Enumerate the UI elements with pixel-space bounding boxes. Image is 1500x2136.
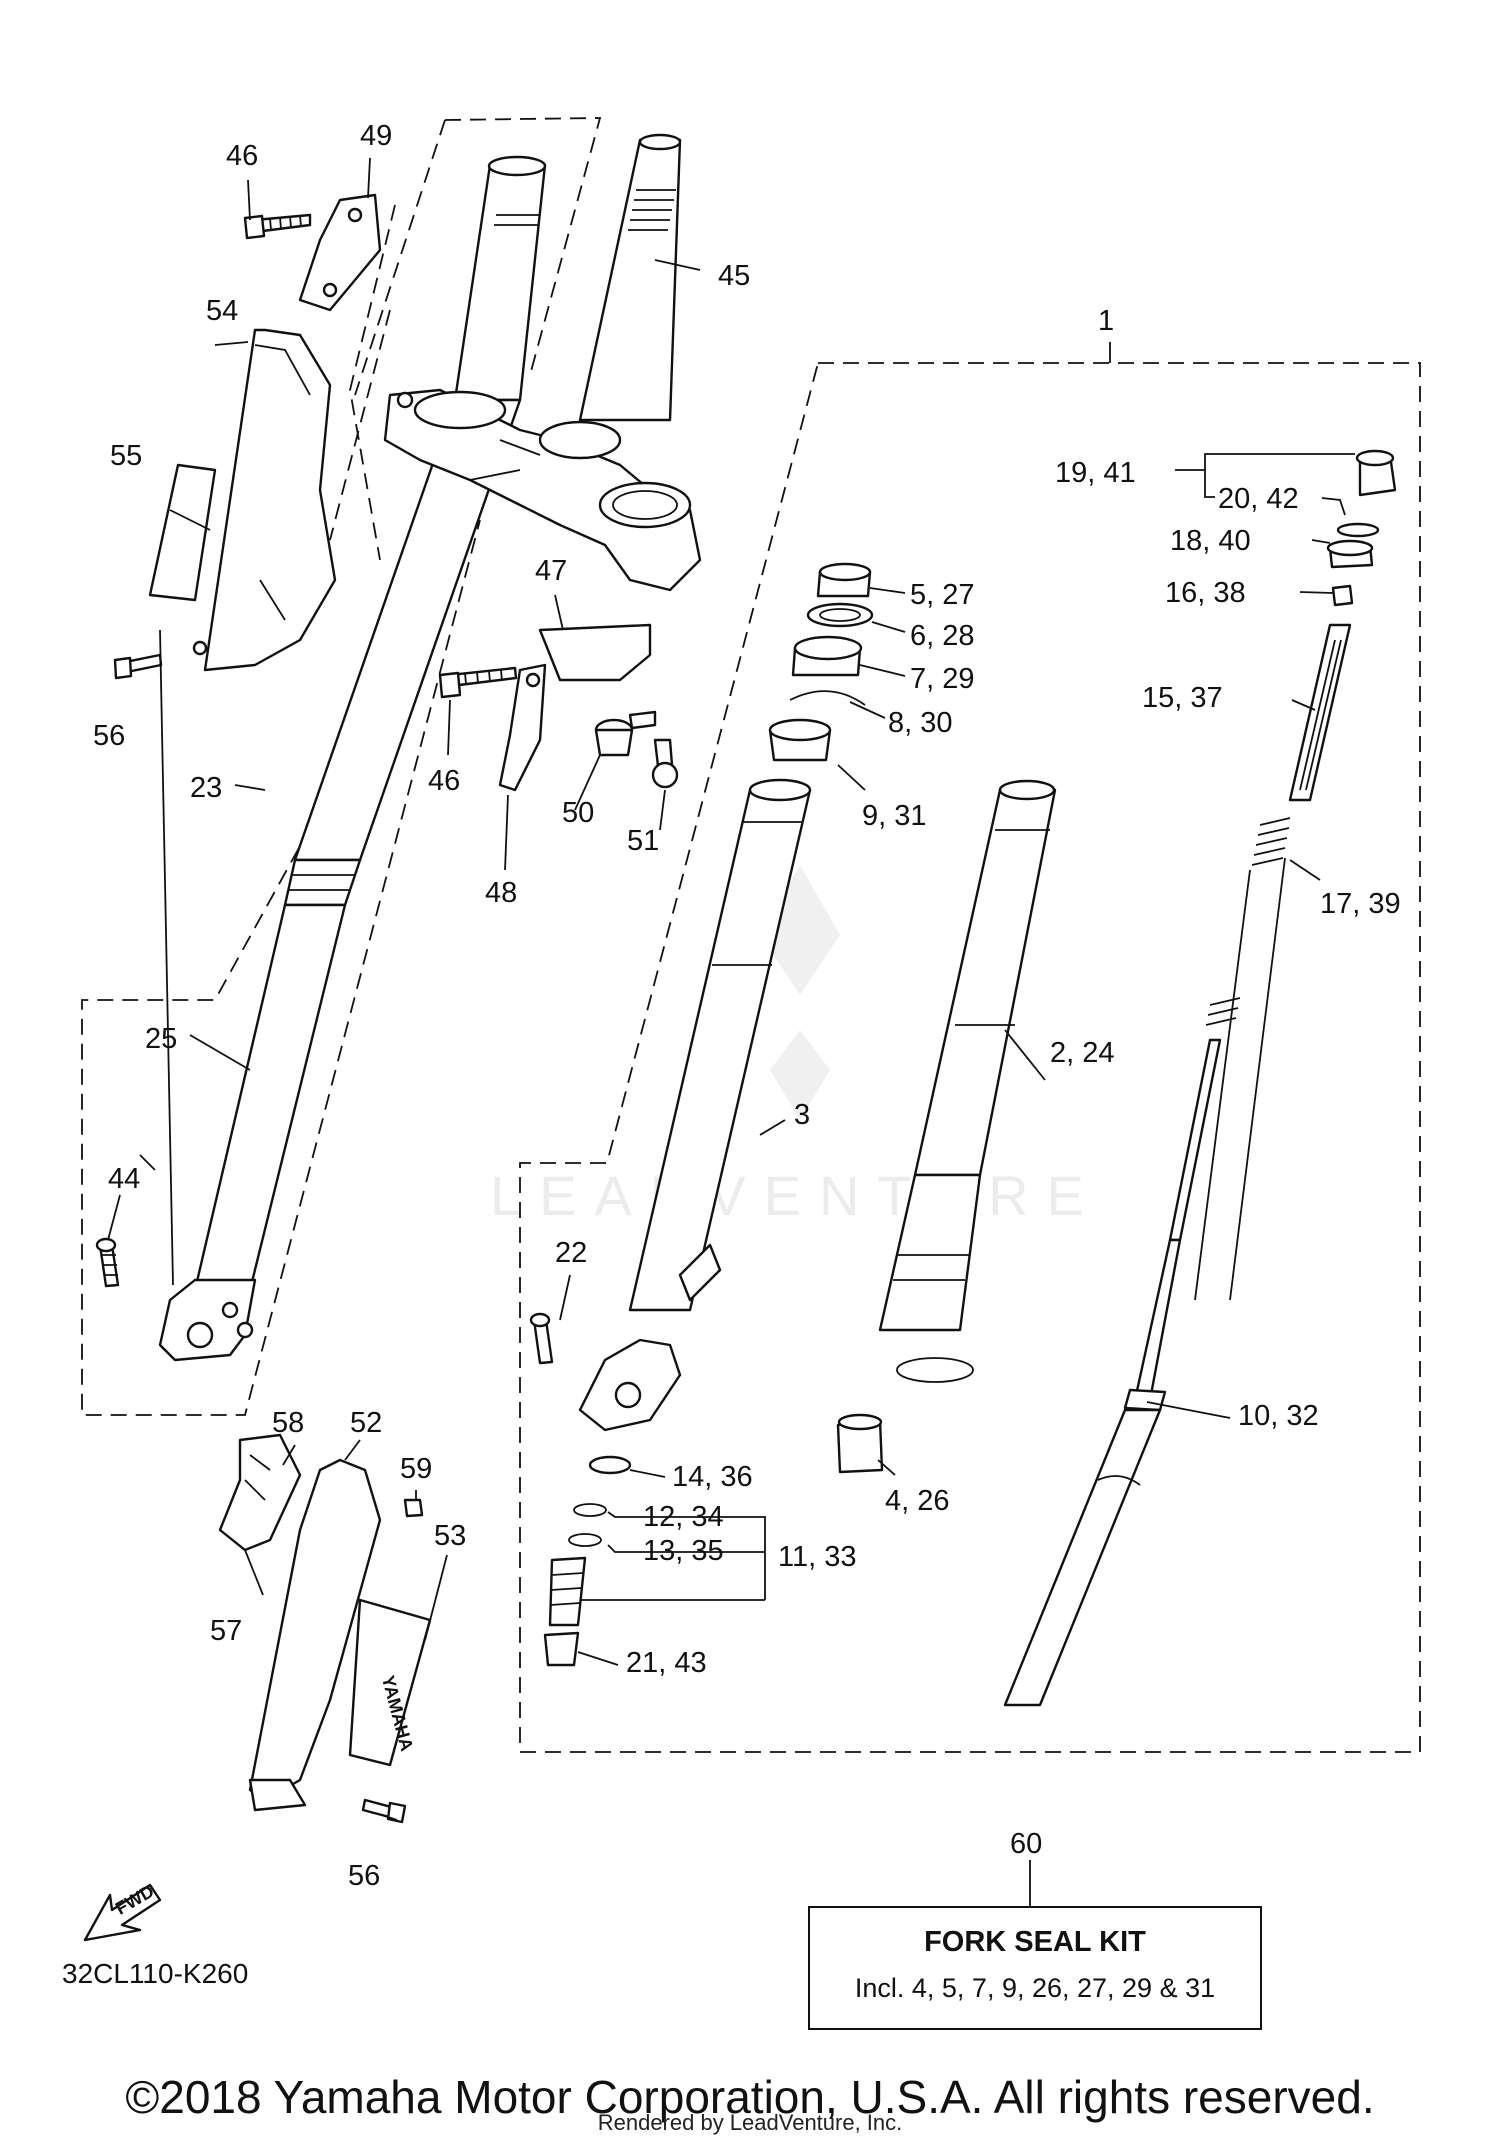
callout-48: 48 bbox=[485, 877, 517, 909]
callout-56-upper: 56 bbox=[93, 720, 125, 752]
callout-51: 51 bbox=[627, 825, 659, 857]
leader-lines bbox=[107, 157, 1355, 1906]
callout-56-lower: 56 bbox=[348, 1860, 380, 1892]
callout-4-26: 4, 26 bbox=[885, 1485, 950, 1517]
inner-tube-assembly bbox=[529, 562, 874, 1667]
callout-8-30: 8, 30 bbox=[888, 707, 953, 739]
rendered-by-notice: Rendered by LeadVenture, Inc. bbox=[597, 2110, 903, 2135]
outer-tube-assembly bbox=[836, 779, 1057, 1474]
callout-46-lower: 46 bbox=[428, 765, 460, 797]
diagram-code: 32CL110-K260 bbox=[62, 1958, 249, 1989]
fork-seal-kit-box: FORK SEAL KIT Incl. 4, 5, 7, 9, 26, 27, … bbox=[808, 1906, 1262, 2030]
fork-guard-lower: YAMAHA bbox=[218, 1433, 432, 1824]
callout-55: 55 bbox=[110, 440, 142, 472]
callout-1: 1 bbox=[1098, 305, 1114, 337]
copyright-notice: ©2018 Yamaha Motor Corporation, U.S.A. A… bbox=[125, 2071, 1375, 2123]
callout-9-31: 9, 31 bbox=[862, 800, 927, 832]
callout-52: 52 bbox=[350, 1407, 382, 1439]
callout-2-24: 2, 24 bbox=[1050, 1037, 1115, 1069]
kit-title: FORK SEAL KIT bbox=[924, 1926, 1146, 1958]
callout-53: 53 bbox=[434, 1520, 466, 1552]
callout-7-29: 7, 29 bbox=[910, 663, 975, 695]
callout-20-42: 20, 42 bbox=[1218, 483, 1299, 515]
triple-clamp-assembly bbox=[383, 133, 702, 592]
callout-12-34: 12, 34 bbox=[643, 1501, 724, 1533]
callout-13-35: 13, 35 bbox=[643, 1535, 724, 1567]
upper-bracket-assembly bbox=[243, 193, 382, 312]
callout-44: 44 bbox=[108, 1163, 140, 1195]
callout-23: 23 bbox=[190, 772, 222, 804]
callout-60: 60 bbox=[1010, 1828, 1042, 1860]
kit-description: Incl. 4, 5, 7, 9, 26, 27, 29 & 31 bbox=[854, 1973, 1216, 2003]
callout-46-upper: 46 bbox=[226, 140, 258, 172]
callout-19-41: 19, 41 bbox=[1055, 457, 1136, 489]
callout-45: 45 bbox=[718, 260, 750, 292]
callout-54: 54 bbox=[206, 295, 238, 327]
watermark: LEADVENTURE bbox=[490, 865, 1102, 1227]
assembly-boundaries bbox=[81, 117, 1421, 1753]
hose-bracket-assembly bbox=[438, 623, 679, 792]
callout-16-38: 16, 38 bbox=[1165, 577, 1246, 609]
callout-47: 47 bbox=[535, 555, 567, 587]
callout-57: 57 bbox=[210, 1615, 242, 1647]
callout-11-33: 11, 33 bbox=[778, 1541, 856, 1573]
callout-58: 58 bbox=[272, 1407, 304, 1439]
callout-10-32: 10, 32 bbox=[1238, 1400, 1319, 1432]
fork-guard-upper bbox=[113, 328, 337, 680]
callout-6-28: 6, 28 bbox=[910, 620, 975, 652]
callout-50: 50 bbox=[562, 797, 594, 829]
forward-arrow-icon: FWD bbox=[83, 1881, 162, 1942]
callout-21-43: 21, 43 bbox=[626, 1647, 707, 1679]
left-fork-assembly bbox=[95, 155, 547, 1362]
callout-49: 49 bbox=[360, 120, 392, 152]
callout-22: 22 bbox=[555, 1237, 587, 1269]
callout-25: 25 bbox=[145, 1023, 177, 1055]
callout-15-37: 15, 37 bbox=[1142, 682, 1223, 714]
damper-cartridge-assembly bbox=[1003, 449, 1397, 1707]
callout-17-39: 17, 39 bbox=[1320, 888, 1401, 920]
callout-18-40: 18, 40 bbox=[1170, 525, 1251, 557]
callout-3: 3 bbox=[794, 1099, 810, 1131]
watermark-text: LEADVENTURE bbox=[490, 1164, 1102, 1227]
callout-59: 59 bbox=[400, 1453, 432, 1485]
callout-5-27: 5, 27 bbox=[910, 579, 975, 611]
callout-14-36: 14, 36 bbox=[672, 1461, 753, 1493]
callout-labels: 1 2, 24 3 4, 26 5, 27 6, 28 7, 29 8, 30 … bbox=[93, 120, 1401, 1892]
